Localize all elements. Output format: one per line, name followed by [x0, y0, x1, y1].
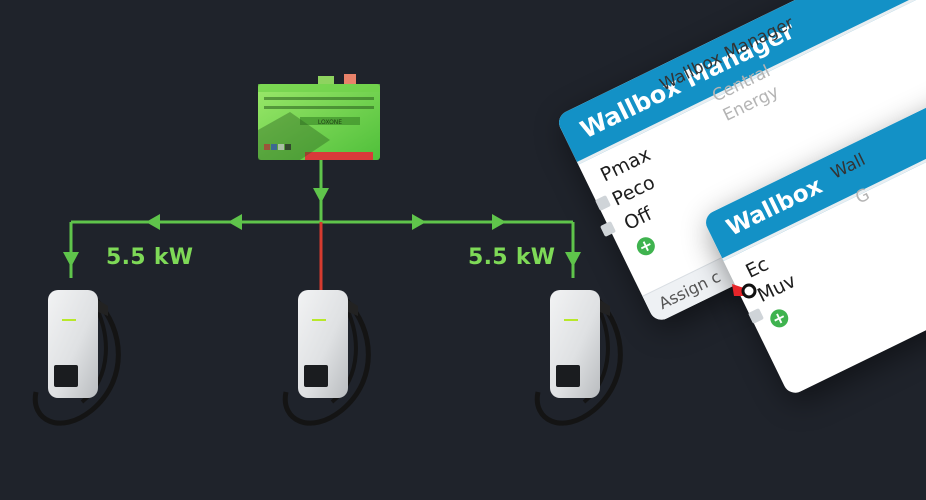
wallbox-device-middle — [282, 290, 371, 426]
right-power-label: 5.5 kW — [468, 245, 556, 270]
flow-arrows — [63, 188, 581, 267]
add-input-icon[interactable]: + — [633, 234, 658, 259]
ec-connection-marker[interactable] — [732, 280, 762, 302]
right-arrow-icon — [492, 214, 506, 230]
left-arrow-icon — [228, 214, 242, 230]
add-input-icon[interactable]: + — [767, 306, 792, 331]
miniserver-device: LOXONE — [258, 74, 380, 160]
miniserver-brand: LOXONE — [318, 119, 342, 126]
down-arrow-icon — [63, 252, 79, 267]
down-arrow-icon — [313, 188, 329, 203]
wallbox-device-left — [32, 290, 121, 426]
right-arrow-icon — [412, 214, 426, 230]
left-arrow-icon — [146, 214, 160, 230]
left-power-label: 5.5 kW — [106, 245, 194, 270]
wallbox-device-right — [534, 290, 623, 426]
down-arrow-icon — [565, 252, 581, 267]
